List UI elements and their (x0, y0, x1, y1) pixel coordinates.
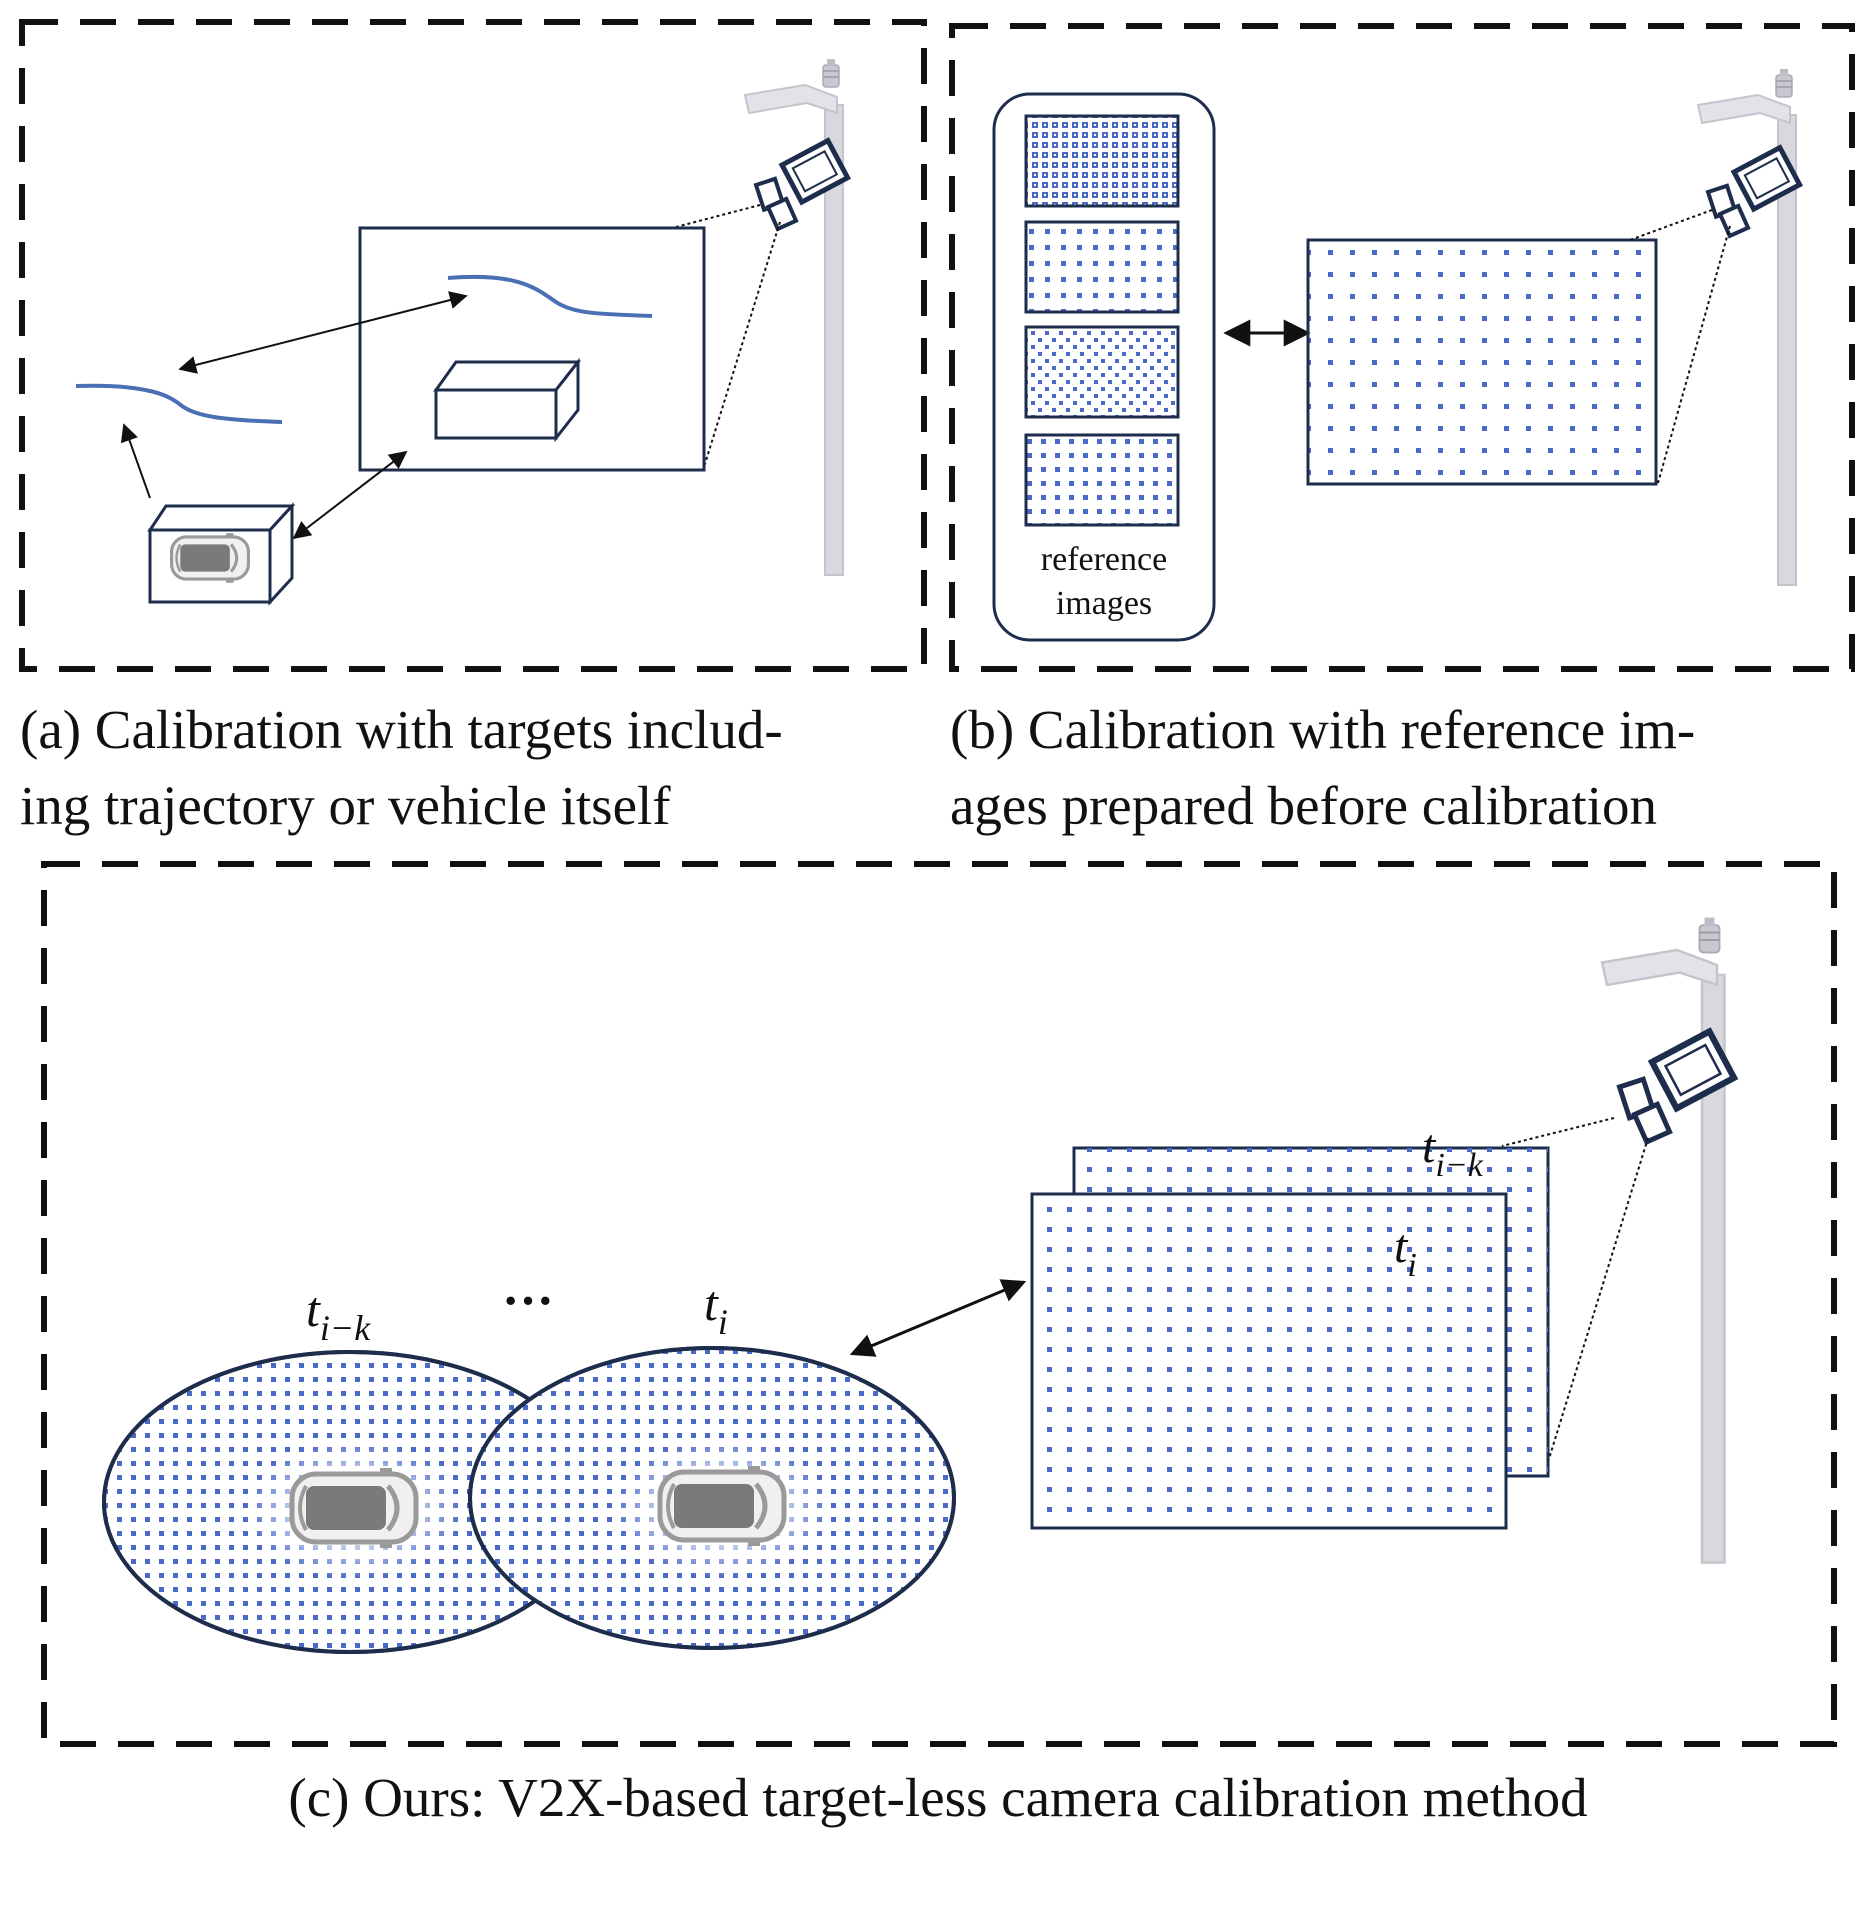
subscript-i: i (1407, 1247, 1416, 1284)
car-icon (170, 531, 250, 585)
car-icon-current (660, 1466, 784, 1546)
ellipsis-label: ··· (502, 1273, 554, 1330)
panel-c-frame (41, 861, 1837, 1747)
panel-a-frame (19, 19, 927, 672)
vehicle-box-a (147, 502, 296, 606)
point-cloud-current (468, 1346, 956, 1650)
view-line-a-bottom (703, 221, 781, 468)
reference-label-line2: images (1056, 585, 1152, 622)
view-line-c-top (1501, 1117, 1615, 1147)
arrow-vehicle-match (292, 450, 408, 540)
label-t-image-current: ti (1394, 1220, 1417, 1284)
view-line-c-bottom (1547, 1137, 1649, 1463)
arrow-trajectory-match (178, 291, 468, 374)
cube-in-image (433, 357, 582, 443)
panel-b-frame (949, 23, 1855, 672)
reference-label-line1: reference (1041, 541, 1167, 578)
reference-image-4 (1024, 433, 1180, 527)
arrow-vehicle-to-trajectory (120, 423, 151, 499)
label-t-cloud-previous: ti−k (306, 1281, 371, 1348)
reference-image-1 (1024, 114, 1180, 208)
subscript-i-minus-k: i−k (1435, 1147, 1483, 1184)
panel-c: ti−k ti ti−k ··· ti (41, 861, 1837, 1747)
reference-image-2 (1024, 220, 1180, 314)
trajectory-in-image (447, 274, 653, 318)
subscript-cloud-i: i (718, 1302, 728, 1342)
car-icon-previous (292, 1468, 416, 1548)
panel-a (19, 19, 927, 672)
caption-panel-b: (b) Calibration with reference im- ages … (950, 692, 1855, 844)
label-t-image-previous: ti−k (1422, 1120, 1484, 1184)
caption-a-line2: ing trajectory or vehicle itself (20, 775, 671, 836)
reference-image-3 (1024, 325, 1180, 419)
view-line-b-top (1629, 209, 1713, 241)
streetlight-a (744, 58, 844, 576)
subscript-cloud-i-minus-k: i−k (320, 1308, 371, 1348)
camera-image-b (1306, 238, 1658, 486)
caption-panel-c: (c) Ours: V2X-based target-less camera c… (288, 1767, 1588, 1828)
view-line-b-bottom (1657, 225, 1731, 484)
panel-b: reference images (949, 23, 1855, 672)
caption-panel-a: (a) Calibration with targets includ- ing… (20, 692, 920, 844)
streetlight-c (1600, 916, 1726, 1564)
caption-b-line1: (b) Calibration with reference im- (950, 699, 1696, 760)
view-line-a-top (675, 204, 761, 228)
caption-b-line2: ages prepared before calibration (950, 775, 1657, 836)
trajectory-world (75, 383, 283, 424)
caption-a-line1: (a) Calibration with targets includ- (20, 699, 783, 760)
arrow-pointcloud-image-match (849, 1279, 1027, 1357)
label-t-cloud-current: ti (704, 1275, 728, 1342)
